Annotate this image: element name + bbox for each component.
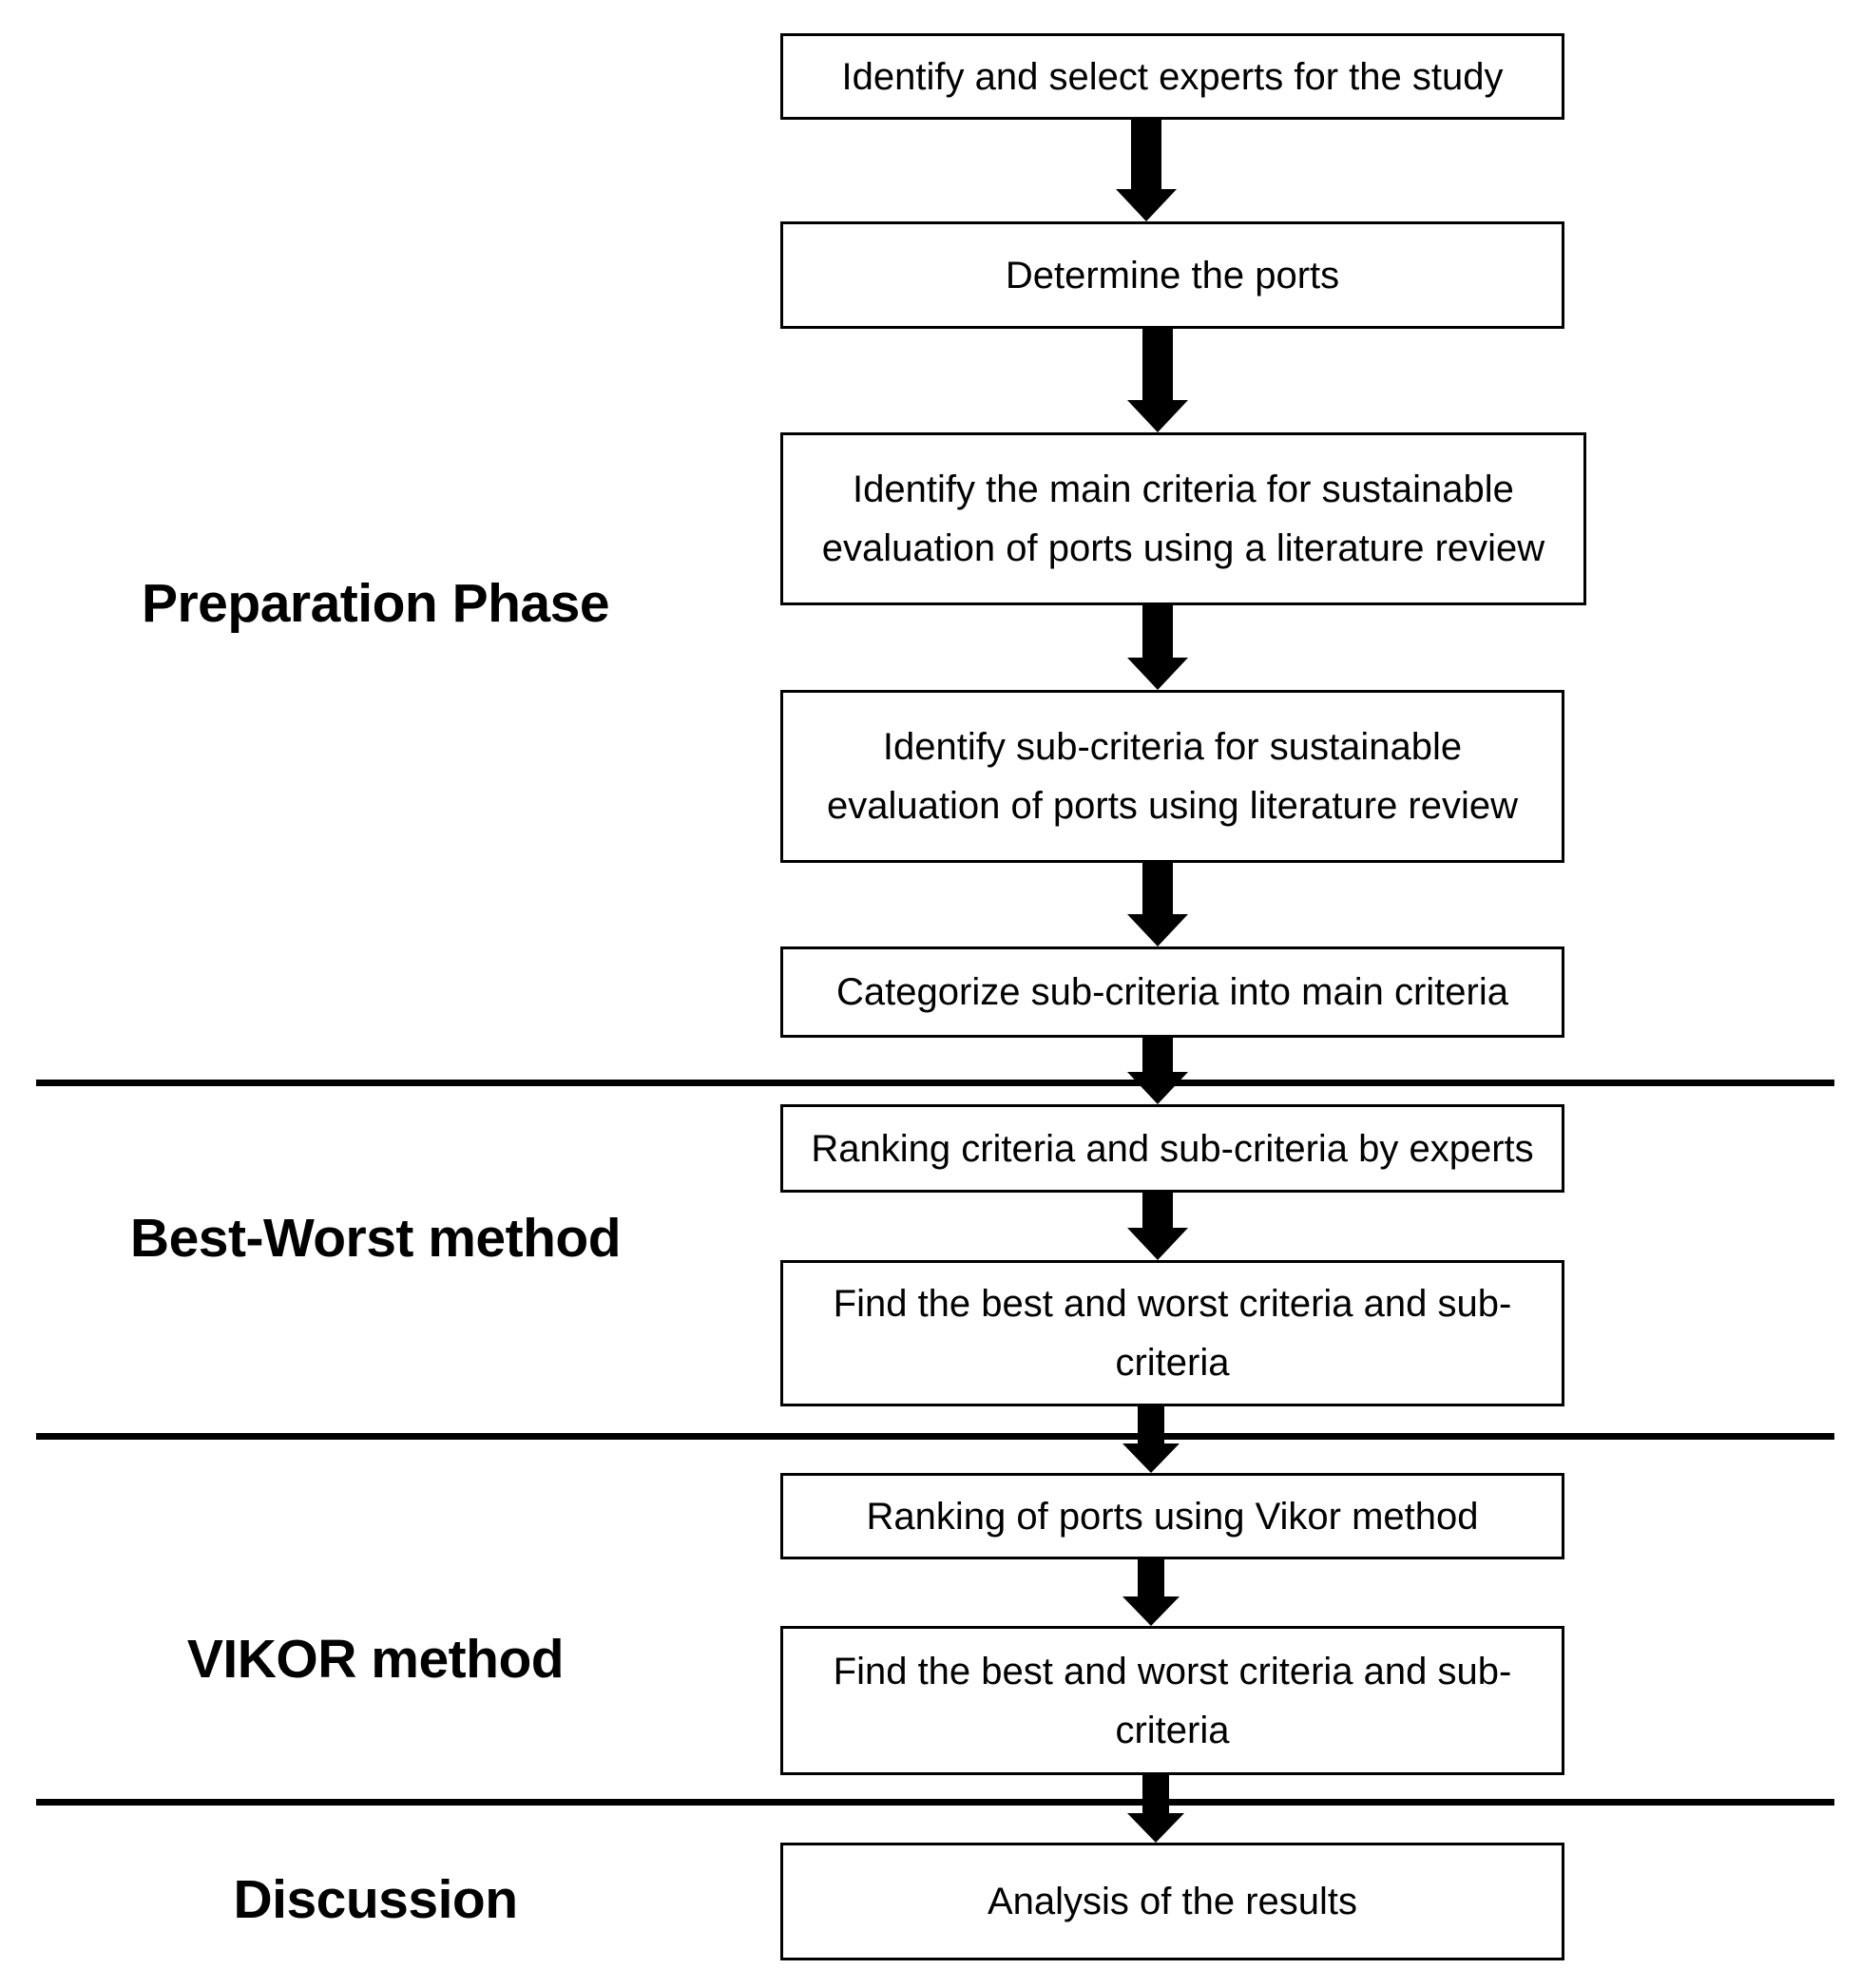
phase-label-discussion: Discussion <box>233 1869 518 1930</box>
step-box-vikor-ranking: Ranking of ports using Vikor method <box>780 1473 1564 1559</box>
step-box-vikor-best-worst: Find the best and worst criteria and sub… <box>780 1626 1564 1775</box>
arrow-2 <box>1127 329 1188 432</box>
phase-divider-vikor-discussion <box>36 1799 1834 1806</box>
phase-label-best-worst: Best-Worst method <box>129 1208 622 1269</box>
step-box-categorize-sub-criteria: Categorize sub-criteria into main criter… <box>780 946 1564 1038</box>
phase-label-preparation: Preparation Phase <box>141 573 610 634</box>
arrow-9 <box>1127 1775 1184 1843</box>
arrow-5 <box>1127 1038 1188 1104</box>
arrow-4 <box>1127 863 1188 946</box>
arrow-3 <box>1127 605 1188 690</box>
phase-divider-best-worst-vikor <box>36 1433 1834 1440</box>
arrow-1 <box>1116 120 1177 221</box>
step-box-select-experts: Identify and select experts for the stud… <box>780 33 1564 120</box>
step-box-best-worst-criteria: Find the best and worst criteria and sub… <box>780 1260 1564 1406</box>
step-box-sub-criteria: Identify sub-criteria for sustainable ev… <box>780 690 1564 863</box>
arrow-7 <box>1122 1406 1180 1473</box>
arrow-6 <box>1127 1193 1188 1260</box>
step-box-expert-ranking: Ranking criteria and sub-criteria by exp… <box>780 1104 1564 1193</box>
arrow-8 <box>1122 1559 1180 1626</box>
step-box-analysis: Analysis of the results <box>780 1843 1564 1960</box>
step-box-main-criteria: Identify the main criteria for sustainab… <box>780 432 1586 605</box>
phase-label-vikor: VIKOR method <box>186 1629 565 1690</box>
step-box-determine-ports: Determine the ports <box>780 221 1564 329</box>
phase-divider-preparation-best-worst <box>36 1080 1834 1086</box>
